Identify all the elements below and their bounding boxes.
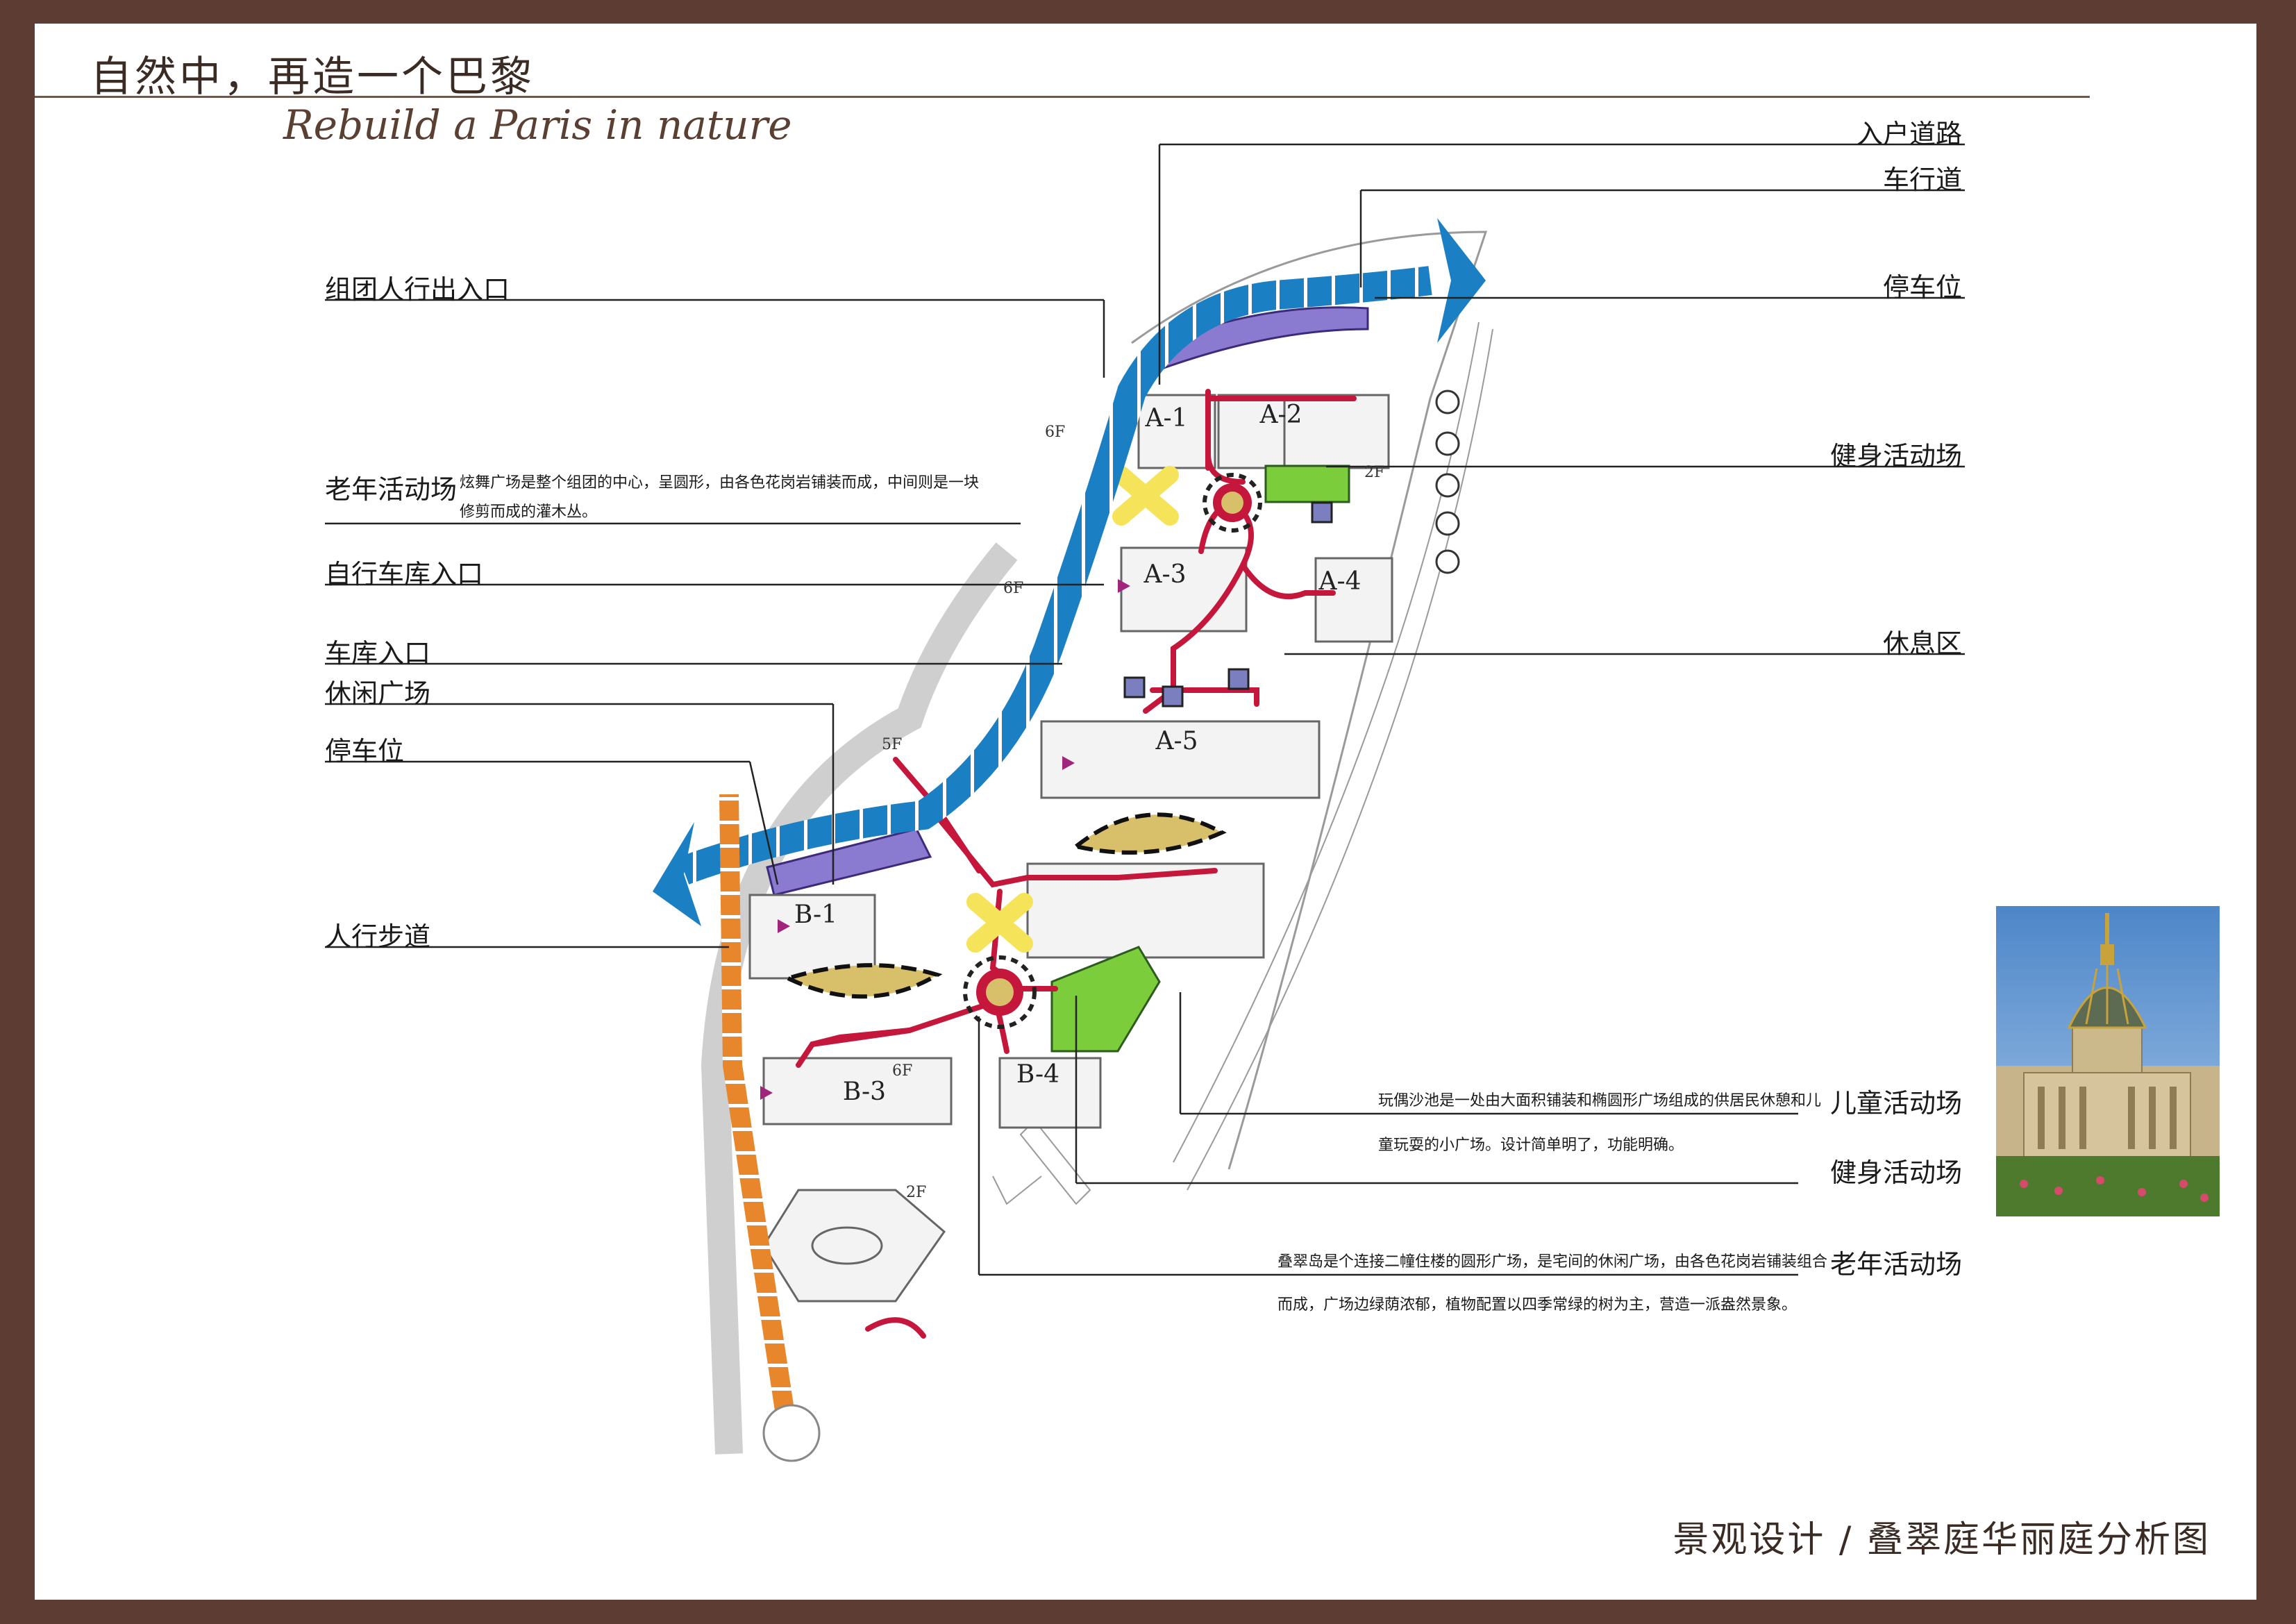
parking-strip-lower <box>766 828 932 896</box>
fitness-green-upper <box>1264 464 1350 503</box>
plaza-lower <box>963 955 1037 1029</box>
label-fitness-area-2: 健身活动场 <box>1829 1157 1962 1188</box>
building-label-a4: A-4 <box>1318 567 1361 596</box>
drawing-sheet: 自然中，再造一个巴黎 Rebuild a Paris in nature <box>35 24 2256 1600</box>
note-elderly-area-line2: 修剪而成的灌木丛。 <box>460 503 598 521</box>
label-bicycle-garage-entrance: 自行车库入口 <box>325 559 484 589</box>
site-plan: A-1 A-2 A-3 A-4 A-5 B-1 B-3 B-4 6F 6F 6F… <box>325 143 1965 1462</box>
building-label-a2: A-2 <box>1259 401 1302 429</box>
label-group-pedestrian-entrance: 组团人行出入口 <box>325 274 510 305</box>
note-elderly-area-2-line2: 而成，广场边绿荫浓郁，植物配置以四季常绿的树为主，营造一派盎然景象。 <box>1277 1296 1798 1314</box>
driveway-arrow-head-left <box>653 822 701 926</box>
note-children-area-line1: 玩偶沙池是一处由大面积铺装和椭圆形广场组成的供居民休憩和儿 <box>1378 1092 1822 1110</box>
label-elderly-area-2: 老年活动场 <box>1829 1249 1962 1280</box>
building-label-a3: A-3 <box>1143 560 1186 589</box>
sidewalk-path <box>719 794 798 1435</box>
building-label-b3: B-3 <box>843 1078 886 1106</box>
label-children-area: 儿童活动场 <box>1829 1088 1962 1119</box>
leader-lines <box>325 143 1965 1276</box>
plaza-upper <box>1203 473 1262 533</box>
page-subtitle: Rebuild a Paris in nature <box>283 101 792 149</box>
floor-tag: 5F <box>882 736 902 753</box>
label-garage-entrance: 车库入口 <box>325 638 431 669</box>
label-sidewalk: 人行步道 <box>325 921 431 952</box>
label-driveway: 车行道 <box>1882 165 1962 195</box>
label-parking-left: 停车位 <box>325 736 405 767</box>
note-children-area-line2: 童玩耍的小广场。设计简单明了，功能明确。 <box>1378 1137 1684 1154</box>
building-label-a1: A-1 <box>1144 404 1187 433</box>
fitness-green-lower <box>1050 946 1161 1053</box>
label-parking-right: 停车位 <box>1882 272 1962 303</box>
plaza-x-lower <box>966 893 1033 953</box>
plaza-x-upper <box>1112 466 1179 526</box>
rest-area-squares <box>1123 501 1333 708</box>
sandpit-lens-lower <box>782 963 943 999</box>
floor-tag: 6F <box>1003 580 1023 597</box>
title-rule <box>35 96 2090 98</box>
building-label-a5: A-5 <box>1155 727 1198 755</box>
label-rest-area: 休息区 <box>1882 628 1962 659</box>
note-elderly-area-line1: 炫舞广场是整个组团的中心，呈圆形，由各色花岗岩铺装而成，中间则是一块 <box>460 474 980 492</box>
label-entry-road: 入户道路 <box>1856 119 1962 149</box>
footer-caption: 景观设计 / 叠翠庭华丽庭分析图 <box>1673 1519 2211 1561</box>
floor-tag: 2F <box>906 1184 926 1201</box>
page-title: 自然中，再造一个巴黎 <box>90 53 535 101</box>
label-elderly-area: 老年活动场 <box>325 474 458 505</box>
entrance-markers <box>760 579 1130 1100</box>
sidewalk-end-roundabout <box>762 1404 821 1462</box>
label-leisure-plaza: 休闲广场 <box>325 678 431 709</box>
floor-tag: 6F <box>1045 424 1065 441</box>
reference-photo-dome <box>1996 906 2220 1216</box>
label-fitness-area: 健身活动场 <box>1829 441 1962 471</box>
driveway-curve <box>678 266 1432 885</box>
ornamental-trees <box>1435 390 1460 574</box>
building-label-b1: B-1 <box>794 901 837 929</box>
building-label-b4: B-4 <box>1016 1060 1059 1089</box>
floor-tag: 2F <box>1364 464 1384 481</box>
driveway-arrow-head-right <box>1437 218 1486 343</box>
note-elderly-area-2-line1: 叠翠岛是个连接二幢住楼的圆形广场，是宅间的休闲广场，由各色花岗岩铺装组合 <box>1277 1253 1828 1271</box>
sandpit-lens-upper <box>1071 812 1227 855</box>
floor-tag: 6F <box>892 1062 912 1080</box>
